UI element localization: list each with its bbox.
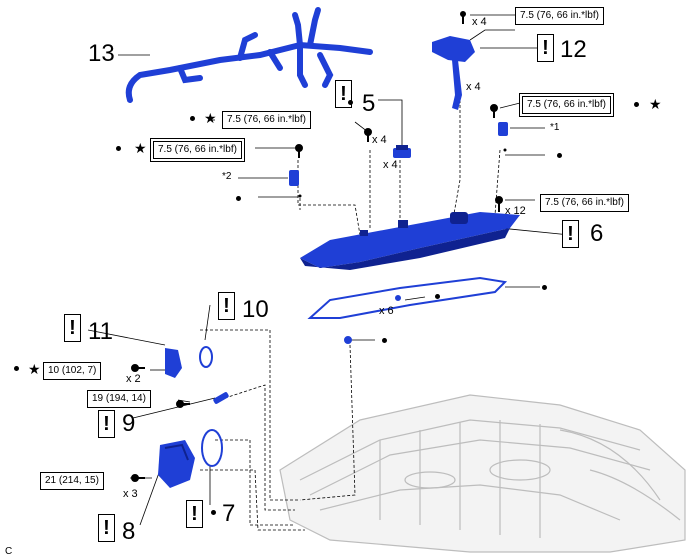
torque-spec-5: 7.5 (76, 66 in.*lbf) [222, 111, 311, 129]
note-sensor-2: *2 [222, 171, 232, 182]
quantity-12-coils: x 4 [466, 81, 481, 93]
corner-code: C [5, 546, 13, 557]
dot-marker-7 [211, 510, 216, 515]
part-12-ignition-coil [432, 11, 475, 110]
dot-marker-5b [190, 116, 195, 121]
star-marker-sensor-2: ★ [134, 140, 147, 156]
caution-box-8: ! [98, 514, 115, 542]
dot-marker-gasket-b [542, 285, 547, 290]
star-marker-sensor-1: ★ [649, 96, 662, 112]
part-11-camshaft-housing [165, 346, 213, 378]
part-number-7: 7 [222, 500, 236, 527]
quantity-5-bolts: x 4 [372, 134, 387, 146]
part-number-9: 9 [122, 410, 136, 437]
part-6-cylinder-head-cover [300, 212, 520, 270]
caution-box-11: ! [64, 314, 81, 342]
torque-spec-sensor-1: 7.5 (76, 66 in.*lbf) [519, 93, 614, 117]
part-number-8: 8 [122, 518, 136, 545]
part-10-gasket [307, 276, 508, 344]
caution-box-6: ! [562, 220, 579, 248]
dot-marker-gasket [435, 294, 440, 299]
bolts [131, 104, 503, 482]
part-number-6: 6 [590, 220, 604, 247]
quantity-8-bolts: x 3 [123, 488, 138, 500]
part-number-12: 12 [560, 36, 587, 63]
caution-box-5: ! [335, 80, 352, 108]
torque-spec-9: 19 (194, 14) [87, 390, 151, 408]
part-number-13: 13 [88, 40, 115, 67]
dot-marker-sensor-2 [116, 146, 121, 151]
caution-box-12: ! [537, 34, 554, 62]
note-sensor-1: *1 [550, 122, 560, 133]
star-marker-5: ★ [204, 110, 217, 126]
torque-spec-8: 21 (214, 15) [40, 472, 104, 490]
dot-marker-sensor-1 [634, 102, 639, 107]
star-marker-11: ★ [28, 361, 41, 377]
part-5-oil-filler-cap [393, 145, 411, 158]
caution-box-7: ! [186, 500, 203, 528]
torque-spec-6: 7.5 (76, 66 in.*lbf) [540, 194, 629, 212]
dot-marker-gasket-c [382, 338, 387, 343]
dot-marker-5 [348, 100, 353, 105]
part-number-5: 5 [362, 90, 376, 117]
leader-lines [200, 100, 501, 531]
caution-box-10: ! [218, 292, 235, 320]
quantity-5-caps: x 4 [383, 159, 398, 171]
quantity-10-gaskets: x 6 [379, 305, 394, 317]
callout-lines [87, 14, 571, 526]
sensors [289, 122, 508, 198]
engine-block-illustration [279, 394, 686, 553]
caution-box-9: ! [98, 410, 115, 438]
part-9-sensor [213, 392, 229, 404]
quantity-11-bolts: x 2 [126, 373, 141, 385]
part-number-11: 11 [88, 318, 113, 345]
torque-spec-12: 7.5 (76, 66 in.*lbf) [515, 7, 604, 25]
part-13-wire-harness [125, 7, 373, 103]
torque-spec-sensor-2: 7.5 (76, 66 in.*lbf) [150, 138, 245, 162]
part-number-10: 10 [242, 296, 269, 323]
dot-marker-sensor-2b [236, 196, 241, 201]
part-8-cover [158, 440, 195, 488]
quantity-6-bolts: x 12 [505, 205, 526, 217]
dot-marker-11 [14, 366, 19, 371]
dot-marker-sensor-1b [557, 153, 562, 158]
quantity-12-bolts: x 4 [472, 16, 487, 28]
part-7-o-ring [201, 429, 223, 467]
torque-spec-11: 10 (102, 7) [43, 362, 102, 380]
